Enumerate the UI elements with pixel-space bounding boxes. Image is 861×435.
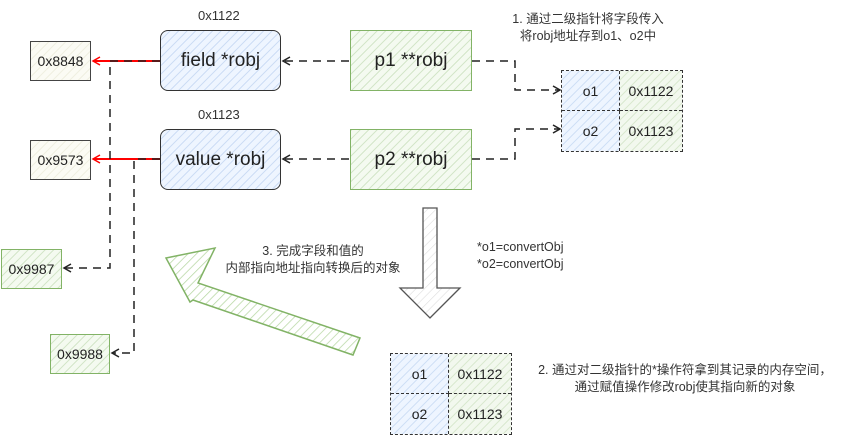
table-cell-value: 0x1123 [449, 394, 511, 434]
p2-to-o2-connector [472, 124, 562, 160]
field-address-label: 0x1122 [198, 8, 240, 23]
step2-note: 2. 通过对二级指针的*操作符拿到其记录的内存空间， 通过赋值操作修改robj使… [515, 362, 855, 396]
step1-note: 1. 通过二级指针将字段传入 将robj地址存到o1、o2中 [498, 11, 678, 45]
p2-double-pointer-box[interactable]: p2 **robj [350, 129, 472, 190]
table-cell-key: o1 [562, 71, 620, 111]
p1-double-pointer-box[interactable]: p1 **robj [350, 30, 472, 91]
step2-line2: 通过赋值操作修改robj使其指向新的对象 [574, 380, 796, 394]
p1-text: p1 **robj [374, 49, 448, 71]
table-cell-value: 0x1123 [620, 111, 682, 151]
address-text: 0x9987 [8, 261, 55, 277]
assignment-note: *o1=convertObj *o2=convertObj [477, 239, 564, 273]
assign-line1: *o1=convertObj [477, 240, 564, 254]
p1-to-o1-connector [472, 60, 562, 95]
value-address-label: 0x1123 [198, 107, 240, 122]
address-text: 0x9573 [37, 152, 84, 168]
value-pointer-text: value *robj [175, 148, 266, 170]
step1-line1: 1. 通过二级指针将字段传入 [512, 12, 664, 26]
address-box-0x9988[interactable]: 0x9988 [50, 334, 110, 374]
step2-line1: 2. 通过对二级指针的*操作符拿到其记录的内存空间， [538, 363, 832, 377]
address-box-0x8848[interactable]: 0x8848 [30, 41, 91, 81]
step1-line2: 将robj地址存到o1、o2中 [519, 29, 657, 43]
table-cell-key: o2 [391, 394, 449, 434]
table-cell-key: o1 [391, 354, 449, 394]
pointer-table-bottom: o1 0x1122 o2 0x1123 [390, 353, 512, 435]
down-arrow-icon [398, 207, 462, 319]
step3-line1: 3. 完成字段和值的 [262, 244, 364, 258]
table-cell-key: o2 [562, 111, 620, 151]
field-new-pointer-connector [62, 60, 160, 273]
address-text: 0x8848 [37, 53, 84, 69]
pointer-table-top: o1 0x1122 o2 0x1123 [561, 70, 683, 152]
p2-text: p2 **robj [374, 148, 448, 170]
address-text: 0x9988 [57, 346, 103, 362]
green-return-arrow-icon [164, 246, 361, 356]
assign-line2: *o2=convertObj [477, 257, 564, 271]
field-pointer-text: field *robj [180, 49, 261, 71]
table-cell-value: 0x1122 [449, 354, 511, 394]
address-box-0x9987[interactable]: 0x9987 [1, 249, 62, 289]
step3-line2: 内部指向地址指向转换后的对象 [225, 261, 401, 275]
field-pointer-box[interactable]: field *robj [160, 30, 281, 91]
value-pointer-box[interactable]: value *robj [160, 129, 281, 190]
step3-note: 3. 完成字段和值的 内部指向地址指向转换后的对象 [213, 243, 413, 277]
table-cell-value: 0x1122 [620, 71, 682, 111]
address-box-0x9573[interactable]: 0x9573 [30, 140, 91, 180]
value-new-pointer-connector [110, 158, 160, 358]
